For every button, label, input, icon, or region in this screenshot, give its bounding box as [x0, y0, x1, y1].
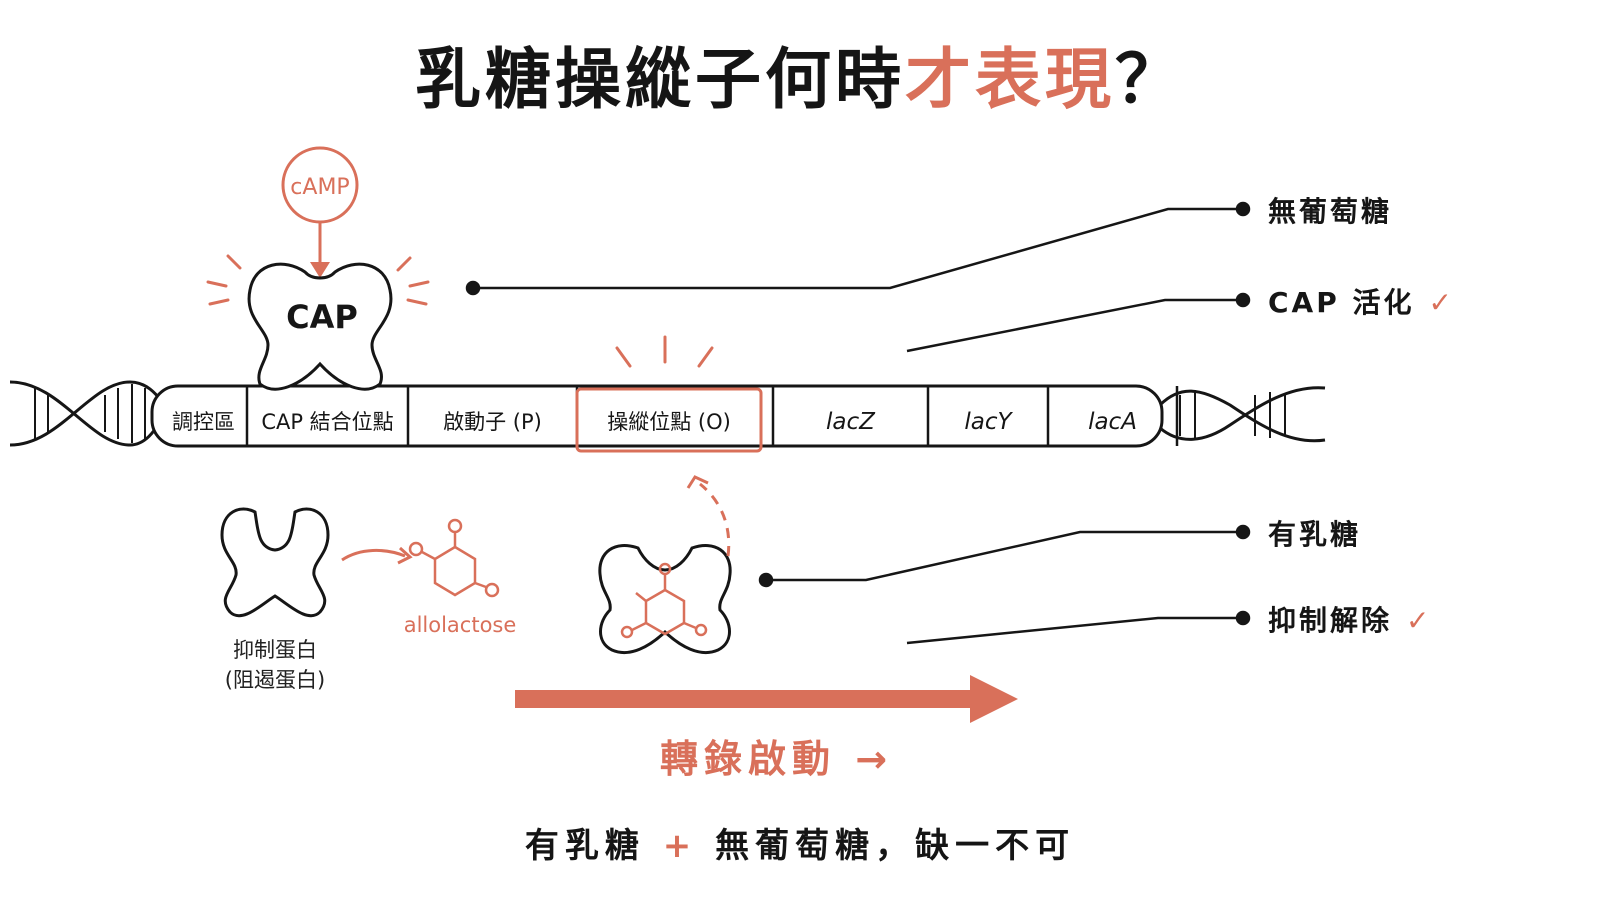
dna-helix-right — [1158, 386, 1326, 443]
camp-label: cAMP — [290, 175, 349, 200]
condition-lactose: 有乳糖 — [1268, 513, 1361, 553]
title-accent: 才表現 — [905, 41, 1115, 118]
footer-part1: 有乳糖 — [524, 826, 645, 866]
condition-repression-lifted-text: 抑制解除 — [1268, 604, 1393, 637]
condition-repression-lifted: 抑制解除 ✓ — [1268, 599, 1432, 639]
dna-segment-operator: 操縱位點 (O) — [607, 410, 731, 434]
allolactose-molecule-icon — [408, 518, 500, 598]
dna-segment-cap-site: CAP 結合位點 — [261, 410, 394, 434]
transcription-label: 轉錄啟動 → — [660, 737, 894, 781]
check-icon: ✓ — [1406, 604, 1433, 637]
cap-label: CAP — [286, 298, 358, 336]
transcription-arrow-icon — [515, 675, 1018, 723]
cap-active-burst-icon — [206, 254, 430, 306]
condition-no-glucose: 無葡萄糖 — [1268, 190, 1392, 230]
footer-summary: 有乳糖 + 無葡萄糖，缺一不可 — [0, 818, 1600, 867]
dna-segment-laca: lacA — [1088, 409, 1137, 435]
title-end: ？ — [1115, 41, 1185, 118]
title-main: 乳糖操縱子何時 — [415, 41, 905, 118]
page-title: 乳糖操縱子何時才表現？ — [0, 26, 1600, 122]
binding-arrow-icon — [341, 548, 406, 562]
connector-lines — [465, 201, 1251, 645]
bound-allolactose-icon — [620, 562, 708, 639]
condition-no-glucose-text: 無葡萄糖 — [1268, 195, 1393, 228]
cap-protein-icon — [247, 262, 393, 391]
dna-helix-left — [9, 380, 167, 447]
dna-bar — [150, 384, 1164, 448]
footer-part2: 無葡萄糖，缺一不可 — [715, 826, 1076, 866]
condition-cap-active-text: CAP 活化 — [1268, 286, 1415, 319]
operator-burst-icon — [615, 335, 714, 368]
check-icon: ✓ — [1428, 286, 1455, 319]
dna-segment-regulatory: 調控區 — [172, 410, 235, 434]
repressor-label: 抑制蛋白 (阻遏蛋白) — [205, 634, 345, 694]
condition-lactose-text: 有乳糖 — [1268, 518, 1362, 551]
condition-cap-active: CAP 活化 ✓ — [1268, 281, 1455, 321]
footer-plus: + — [662, 826, 698, 866]
dna-segment-lacz: lacZ — [826, 409, 875, 435]
operator-highlight — [575, 387, 763, 453]
repressor-label-line1: 抑制蛋白 — [233, 638, 317, 662]
allolactose-label: allolactose — [403, 613, 517, 637]
repressor-label-line2: (阻遏蛋白) — [224, 668, 326, 692]
dna-segment-promoter: 啟動子 (P) — [443, 410, 542, 434]
repressor-protein-icon — [220, 507, 330, 618]
release-arrow-icon — [699, 482, 731, 557]
camp-arrow-icon — [310, 262, 330, 278]
dna-segment-lacy: lacY — [964, 409, 1012, 435]
inactivated-repressor-icon — [598, 544, 732, 655]
